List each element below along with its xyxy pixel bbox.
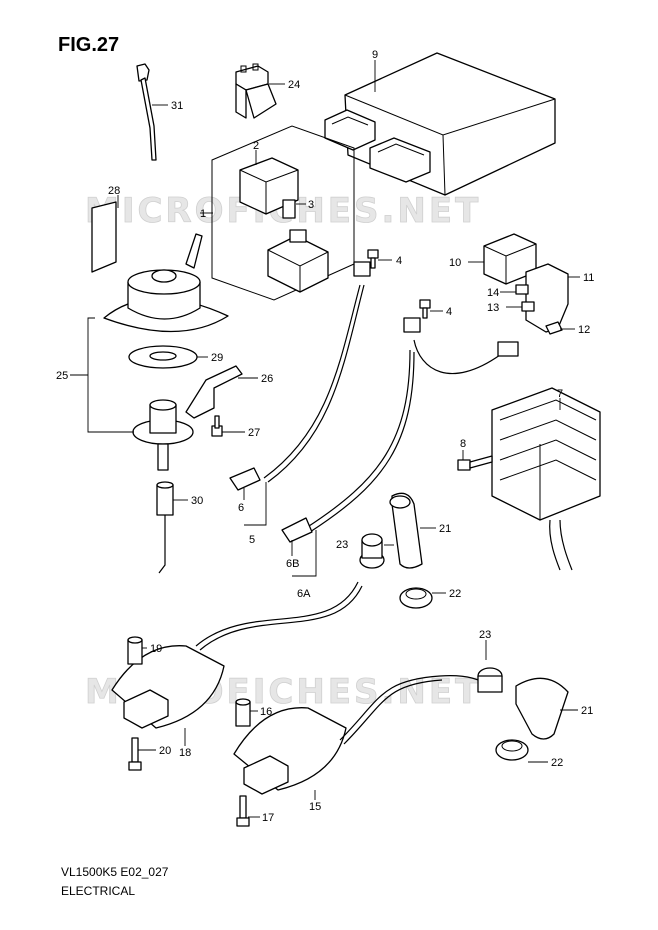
- ignition-coil-part-18: [111, 581, 363, 729]
- watermark-top: MICROFICHES.NET: [85, 191, 481, 231]
- bolt-part-17: [236, 795, 250, 827]
- leader-lines: [70, 60, 580, 818]
- callout-4a: 4: [396, 255, 402, 267]
- probe-part: [156, 481, 174, 574]
- figure-title: FIG.27: [58, 34, 120, 56]
- bolt-part-8: [457, 455, 493, 471]
- callout-16: 16: [260, 706, 272, 718]
- callout-14: 14: [487, 287, 499, 299]
- callout-15: 15: [309, 801, 321, 813]
- ground-cable-part: [281, 317, 519, 543]
- callout-17: 17: [262, 812, 274, 824]
- bolt-part-20: [128, 737, 142, 771]
- callout-24: 24: [288, 79, 300, 91]
- callout-31: 31: [171, 100, 183, 112]
- callout-2: 2: [253, 140, 259, 152]
- fuse-part: [282, 199, 296, 219]
- relay-bracket-part: [525, 263, 569, 333]
- ecm-part: [324, 52, 556, 196]
- callout-8: 8: [460, 438, 466, 450]
- sensor-housing-part: [103, 233, 229, 333]
- boot-part-lower: [477, 667, 503, 693]
- callout-22a: 22: [449, 588, 461, 600]
- starter-relay-part: [483, 233, 537, 285]
- callout-22b: 22: [551, 757, 563, 769]
- bushing-part-19: [127, 636, 143, 665]
- callout-19: 19: [150, 643, 162, 655]
- fuse-box-body-part: [267, 229, 329, 293]
- callout-9-label: 9: [372, 49, 378, 61]
- callout-29: 29: [211, 352, 223, 364]
- regulator-part: [491, 387, 601, 571]
- callout-18: 18: [179, 747, 191, 759]
- model-code: VL1500K5 E02_027: [61, 865, 169, 879]
- sensor-body-part: [132, 399, 194, 471]
- callout-6b: 6B: [286, 558, 299, 570]
- clip-part-12: [545, 321, 563, 335]
- callout-4b: 4: [446, 306, 452, 318]
- callout-23a: 23: [336, 539, 348, 551]
- washer-part: [128, 345, 198, 369]
- callout-10: 10: [449, 257, 461, 269]
- plug-cap-part-upper: [389, 492, 423, 569]
- callout-12: 12: [578, 324, 590, 336]
- callout-30: 30: [191, 495, 203, 507]
- callout-23b: 23: [479, 629, 491, 641]
- relay-part: [235, 63, 277, 119]
- bolt-part-14: [515, 284, 529, 295]
- callout-6a: 6A: [297, 588, 311, 600]
- section-name: ELECTRICAL: [61, 884, 136, 898]
- ignition-coil-part-15: [233, 675, 501, 795]
- callout-20: 20: [159, 745, 171, 757]
- callout-1: 1: [200, 208, 206, 220]
- callout-26: 26: [261, 373, 273, 385]
- battery-cable-part: [229, 261, 371, 491]
- callout-7: 7: [557, 388, 563, 400]
- callout-3: 3: [308, 199, 314, 211]
- callout-27: 27: [248, 427, 260, 439]
- bolt-part-4b: [419, 299, 431, 319]
- ring-part-lower: [495, 739, 529, 761]
- cable-tie-part: [136, 63, 157, 161]
- bushing-part-16: [235, 698, 251, 727]
- bolt-part-4a: [367, 249, 379, 269]
- callout-21b: 21: [581, 705, 593, 717]
- label-plate-part: [91, 201, 117, 273]
- callout-21a: 21: [439, 523, 451, 535]
- bolt-part-27: [211, 415, 223, 437]
- ring-part-upper: [399, 587, 433, 609]
- callout-6: 6: [238, 502, 244, 514]
- callout-13: 13: [487, 302, 499, 314]
- bracket-part: [185, 365, 243, 419]
- plug-cap-part-lower: [515, 677, 569, 740]
- boot-part-upper: [359, 533, 385, 569]
- callout-28: 28: [108, 185, 120, 197]
- bolt-part-13: [521, 301, 535, 312]
- callout-25: 25: [56, 370, 68, 382]
- callout-5: 5: [249, 534, 255, 546]
- callout-11: 11: [583, 272, 594, 284]
